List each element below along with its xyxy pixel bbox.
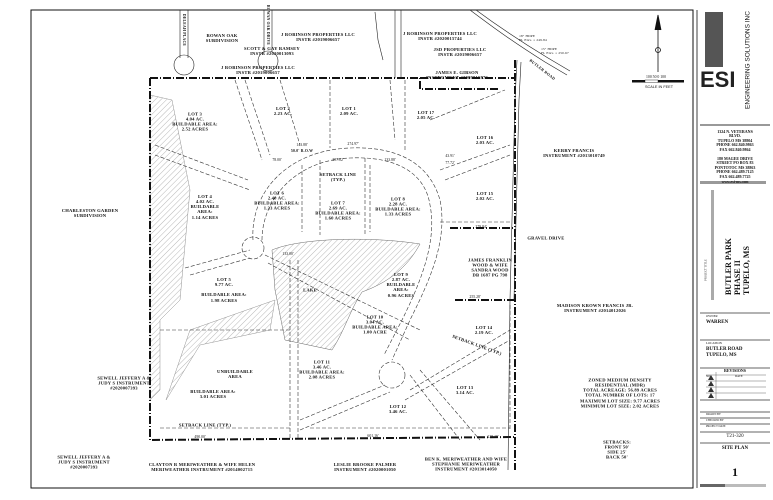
sheet-title: SITE PLAN xyxy=(721,446,749,451)
dim: 133.00' xyxy=(282,252,294,256)
dim: 287.02' xyxy=(332,158,344,162)
dim: 143.88' xyxy=(296,143,308,147)
location-label: LOCATION xyxy=(706,341,722,345)
owner-robinson-1: J ROBINSON PROPERTIES LLC INSTR #2019006… xyxy=(281,31,355,42)
project-title: BUTLER PARK PHASE II TUPELO, MS xyxy=(723,238,751,295)
drawing-frame xyxy=(30,9,694,489)
revision-triangle-icons xyxy=(708,375,714,398)
lot-6: LOT 6 2.40 AC. BUILDABLE AREA: 1.33 ACRE… xyxy=(254,190,300,212)
address-tupelo: 1324 N. VETERANS BLVD. TUPELO MS 38804 P… xyxy=(716,129,754,152)
drawn-by-label: DRAWN BY xyxy=(706,413,721,416)
scale-ticks: 100 50 0 100 xyxy=(646,75,666,79)
owner-clayton: CLAYTON R MERIWEATHER & WIFE HELEN MERIW… xyxy=(148,461,256,472)
project-title-label: PROJECT TITLE xyxy=(703,259,708,281)
owner-kerry: KERRY FRANCIS INSTRUMENT #2013010749 xyxy=(543,147,605,158)
lot-4: LOT 4 4.02 AC. BUILDABLE AREA: 1.14 ACRE… xyxy=(190,194,220,220)
setback-label-3: SETBACK LINE (TYP.) xyxy=(178,422,232,428)
lot-15: LOT 15 2.02 AC. xyxy=(475,190,495,201)
unbuildable-hatch-south xyxy=(165,299,276,401)
checked-by-label: CHECKED BY xyxy=(706,419,724,422)
lot-7: LOT 7 2.69 AC. BUILDABLE AREA: 1.60 ACRE… xyxy=(315,200,361,222)
street-label-deleah: DELEAH PLACE xyxy=(182,13,187,47)
owner-sewell-2: SEWELL JEFFERY A & JUDY S INSTRUMENT #20… xyxy=(57,454,111,470)
website-link[interactable]: www.esi-ms.com xyxy=(721,180,749,184)
revisions-header: REVISIONS xyxy=(723,368,746,373)
row-label: 50.0' R.O.W xyxy=(290,148,314,153)
project-date-label: PROJECT DATE xyxy=(706,425,726,428)
pipe-note-15: 15" HDPE FL Elev. = 250.67 xyxy=(541,47,569,55)
north-arrow-icon xyxy=(654,14,662,72)
dim: 255.28' xyxy=(469,295,481,299)
lot-3: LOT 3 4.04 AC. BUILDABLE AREA: 2.52 ACRE… xyxy=(172,111,218,133)
lot-10: LOT 10 3.04 AC. BUILDABLE AREA: 1.00 ACR… xyxy=(352,314,398,336)
job-number: T21-320 xyxy=(726,434,744,439)
company-name: ENGINEERING SOLUTIONS INC xyxy=(744,11,752,109)
owner-label: OWNER xyxy=(706,314,718,318)
lake-hatch xyxy=(271,238,421,351)
owner-leslie: LESLIE BROOKE PALMER INSTRUMENT #2020001… xyxy=(333,461,397,472)
lot-17: LOT 17 2.05 AC. xyxy=(416,109,436,120)
dim: 133.88' xyxy=(384,158,396,162)
dim: 228.19' xyxy=(487,435,499,439)
dim: 78.00' xyxy=(272,158,282,162)
buildable-area-south: BUILDABLE AREA: 3.01 ACRES xyxy=(190,388,236,399)
street-label-rowan-oak: ROWAN OAK DRIVE xyxy=(266,4,271,46)
owner-wood: JAMES FRANKLIN WOOD & WIFE SANDRA WOOD D… xyxy=(467,257,513,279)
gravel-drive-label: GRAVEL DRIVE xyxy=(527,235,565,241)
owner-ramsey: SCOTT & GAY RAMSEY INSTR #2020013093 xyxy=(244,45,300,56)
owner-charleston: CHARLESTON GARDEN SUBDIVISION xyxy=(61,207,119,218)
owner-gibson: JAMES E. GIBSON INSTRUMENT #2009016872 xyxy=(426,69,488,80)
owner-robinson-3: J ROBINSON PROPERTIES LLC INSTR #2020015… xyxy=(403,30,477,41)
scale-label: SCALE IN FEET xyxy=(644,85,674,89)
owner-rowan-oak: ROWAN OAK SUBDIVISION xyxy=(205,32,239,43)
owner-madison: MADISON KROWN FRANCIS JR. INSTRUMENT #20… xyxy=(556,302,634,313)
lot-12: LOT 12 3.46 AC. xyxy=(388,403,408,414)
dim: 43.91' xyxy=(445,154,455,158)
company-logo: ESI xyxy=(700,67,736,92)
location-value: BUTLER ROAD TUPELO, MS xyxy=(706,347,743,358)
dim: 490.00' xyxy=(194,435,206,439)
lot-11: LOT 11 3.46 AC. BUILDABLE AREA: 2.08 ACR… xyxy=(299,359,345,381)
lot-14: LOT 14 2.19 AC. xyxy=(474,324,494,335)
lot-1: LOT 1 2.09 AC. xyxy=(339,105,359,116)
owner-robinson-2: J ROBINSON PROPERTIES LLC INSTR #2019006… xyxy=(221,64,295,75)
rev-date-header: DATE xyxy=(735,374,743,378)
lot-9: LOT 9 2.87 AC. BUILDABLE AREA: 0.96 ACRE… xyxy=(386,272,416,298)
unbuildable-hatch-west xyxy=(149,94,191,401)
owner-value: WARREN xyxy=(706,320,729,325)
setbacks-notes: SETBACKS: FRONT 50' SIDE 25' BACK 50' xyxy=(603,439,631,461)
lot-13: LOT 13 3.14 AC. xyxy=(455,384,475,395)
owner-jsd: JSD PROPERTIES LLC INSTR #2019006657 xyxy=(433,46,487,57)
sheet-number: 1 xyxy=(732,465,738,479)
dim: 601.16' xyxy=(367,434,379,438)
scale-bar xyxy=(632,79,684,83)
logo-bar xyxy=(705,12,723,67)
dim: 77.72' xyxy=(445,161,455,165)
lot-2: LOT 2 2.23 AC. xyxy=(273,105,293,116)
owner-ben: BEN K. MERIWEATHER AND WIFE STEPHANIE ME… xyxy=(424,456,508,472)
owner-sewell-1: SEWELL JEFFERY A & JUDY S INSTRUMENT #20… xyxy=(97,375,151,391)
lot-5: LOT 5 9.77 AC. BUILDABLE AREA: 1.98 ACRE… xyxy=(201,277,247,303)
unbuildable-label: UNBUILDABLE AREA xyxy=(217,368,253,379)
pipe-note-18: 18" HDPE FL Elev. = 249.84 xyxy=(519,34,547,42)
dim: 274.97' xyxy=(347,142,359,146)
lot-8: LOT 8 2.28 AC. BUILDABLE AREA: 1.33 ACRE… xyxy=(375,196,421,218)
setback-label-1: SETBACK LINE (TYP.) xyxy=(319,171,357,182)
address-pontotoc: 180 MAGEE DRIVE STREET PO BOX 83 PONTOTO… xyxy=(714,156,756,179)
dim: 279.84' xyxy=(475,225,487,229)
rev-no-header: NO. xyxy=(706,374,712,378)
lake-label: LAKE xyxy=(303,287,317,293)
lot-16: LOT 16 2.03 AC. xyxy=(475,134,495,145)
zoning-notes: ZONED MEDIUM DENSITY RESIDENTIAL (MDR) T… xyxy=(580,377,660,409)
